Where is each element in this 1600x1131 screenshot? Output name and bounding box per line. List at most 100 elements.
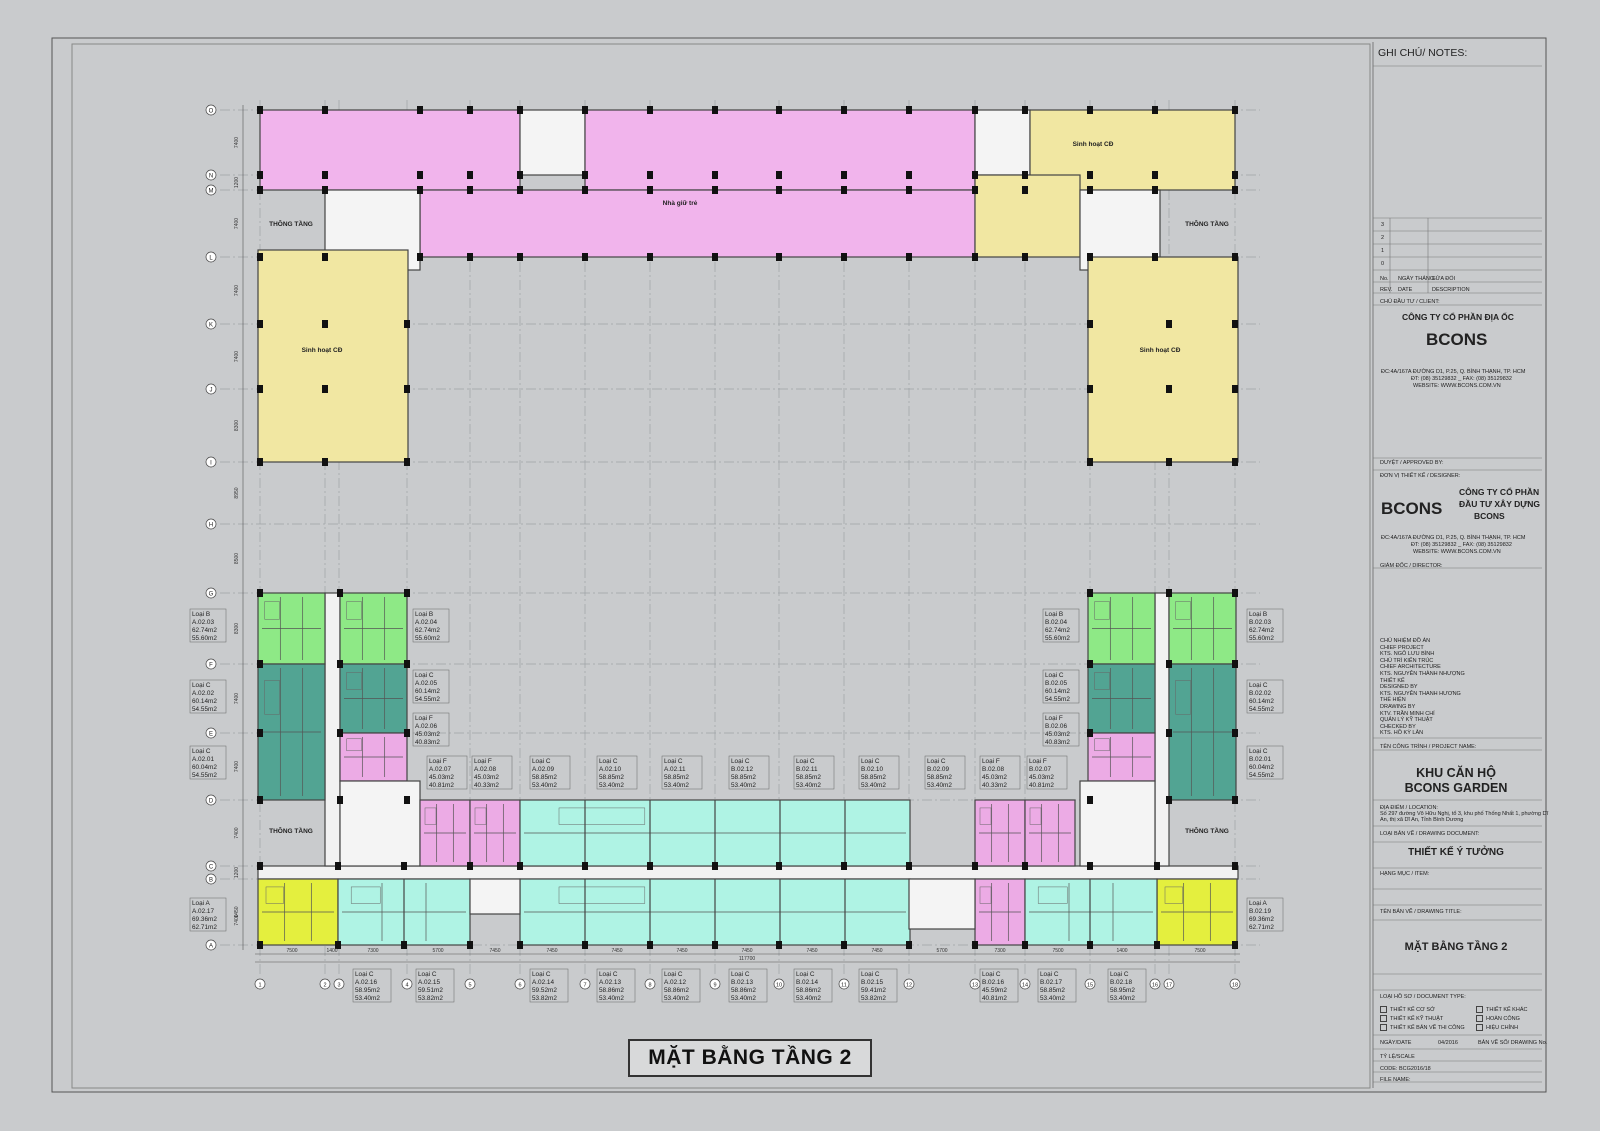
row-axis-label-L: L (209, 256, 213, 262)
column-left-tower-407-664 (404, 660, 410, 668)
column-right-tower-1090-733 (1087, 729, 1093, 737)
unit-B0219-interior (1161, 883, 1233, 941)
row-dim-1: 1200 (234, 177, 240, 188)
staff-line-6: THIẾT KẾ (1380, 677, 1405, 684)
column-top-715-175 (712, 171, 718, 179)
unit-label-A.02.16-line1: A.02.16 (355, 979, 377, 986)
doc-type-right-0[interactable]: THIẾT KẾ KHÁC (1476, 1006, 1527, 1013)
column-top-325-190 (322, 186, 328, 194)
column-left-tower-340-593 (337, 589, 343, 597)
unit-label-B.02.14-line3: 53.40m2 (796, 995, 821, 1002)
unit-label-B.02.08-line1: B.02.08 (982, 766, 1004, 773)
unit-label-A.02.01-line1: A.02.01 (192, 756, 214, 763)
row-axis-label-G: G (209, 592, 214, 598)
designer-name-1: CÔNG TY CỔ PHẦN (1459, 487, 1540, 497)
bottom-wing-top-block-2-interior-bath (558, 807, 646, 825)
unit-label-A.02.17-line0: Loại A (192, 900, 211, 907)
column-top-420-190 (417, 186, 423, 194)
designer-label: ĐƠN VỊ THIẾT KẾ / DESIGNER: (1380, 473, 1461, 479)
staff-line-8: KTS. NGUYỄN THANH HƯƠNG (1380, 690, 1461, 697)
column-top-779-257 (776, 253, 782, 261)
doc-type-left-0[interactable]: THIẾT KẾ CƠ SỞ (1380, 1006, 1435, 1013)
drawing-title: MẶT BẰNG TẦNG 2 (1404, 941, 1508, 953)
unit-label-A.02.09-line0: Loại C (532, 758, 551, 765)
column-right-1235-389 (1232, 385, 1238, 393)
checkbox-label: HOÀN CÔNG (1486, 1015, 1520, 1022)
unit-label-B.02.16-box (979, 968, 1019, 1003)
unit-label-B.02.17-line3: 53.40m2 (1040, 995, 1065, 1002)
unit-label-A.02.03-line3: 55.60m2 (192, 635, 217, 642)
unit-A0204-interior-bath (346, 601, 362, 620)
column-top-325-257 (322, 253, 328, 261)
doc-type-left-2[interactable]: THIẾT KẾ BẢN VẼ THI CÔNG (1380, 1024, 1465, 1031)
rooms-layer (257, 109, 1239, 946)
unit-label-A.02.07-line1: A.02.07 (429, 766, 451, 773)
unit-label-B.02.12-line0: Loại C (731, 758, 750, 765)
client-address-3: WEBSITE: WWW.BCONS.COM.VN (1413, 383, 1501, 389)
row-axis-bubble-A (205, 939, 217, 951)
bottom-wing-bottom-block-1-interior-bath (558, 886, 646, 904)
unit-label-B.02.09-line0: Loại C (927, 758, 946, 765)
rev-header-date: NGÀY THÁNG (1398, 276, 1435, 282)
column-top-585-110 (582, 106, 588, 114)
row-axis-label-E: E (209, 732, 213, 738)
column-top-585-190 (582, 186, 588, 194)
core-bottom-1 (469, 878, 521, 915)
column-right-tower-1235-593 (1232, 589, 1238, 597)
staff-line-14: KTS. HỒ KỲ LÂN (1380, 730, 1424, 737)
unit-label-A.02.08-line2: 45.03m2 (474, 774, 499, 781)
row-axis-bubble-D (205, 794, 217, 806)
col-axis-bubble-1 (254, 978, 266, 990)
column-top-1235-257 (1232, 253, 1238, 261)
client-address-2: ĐT: (08) 35129832 _ FAX: (08) 35129832 (1411, 376, 1512, 382)
unit-label-B.02.19-line2: 69.36m2 (1249, 916, 1274, 923)
unit-label-A.02.16-line2: 58.95m2 (355, 987, 380, 994)
bottom-wing-bottom-block-2-interior-bath (979, 886, 992, 904)
column-top-420-175 (417, 171, 423, 179)
row-dim-4: 7400 (234, 351, 240, 362)
doc-type-right-1[interactable]: HOÀN CÔNG (1476, 1015, 1520, 1022)
column-left-tower-260-593 (257, 589, 263, 597)
unit-label-A.02.05-line3: 54.55m2 (415, 696, 440, 703)
column-left-407-462 (404, 458, 410, 466)
column-right-tower-1235-733 (1232, 729, 1238, 737)
col-axis-label-8: 8 (648, 983, 651, 989)
unit-label-B.02.02-line2: 60.14m2 (1249, 698, 1274, 705)
column-top-520-175 (517, 171, 523, 179)
row-axis-label-I: I (210, 461, 212, 467)
unit-label-A.02.06-line1: A.02.06 (415, 723, 437, 730)
unit-label-B.02.02-box (1246, 679, 1284, 714)
column-top-1090-257 (1087, 253, 1093, 261)
unit-label-B.02.07-line3: 40.81m2 (1029, 782, 1054, 789)
column-bottom-1157-866 (1154, 862, 1160, 870)
unit-label-A.02.08-line0: Loại F (474, 758, 492, 765)
unit-B0205-interior (1092, 668, 1151, 729)
nursery-top-left (259, 109, 521, 191)
column-bottom-650-945 (647, 941, 653, 949)
col-axis-label-3: 3 (337, 983, 340, 989)
column-left-tower-407-800 (404, 796, 410, 804)
unit-label-B.02.01-line0: Loại C (1249, 748, 1268, 755)
unit-label-A.02.12-line3: 53.40m2 (664, 995, 689, 1002)
doc-type-right-2[interactable]: HIỆU CHỈNH (1476, 1024, 1518, 1031)
checkbox-label: HIỆU CHỈNH (1486, 1024, 1519, 1031)
column-bottom-779-866 (776, 862, 782, 870)
row-axis-label-F: F (209, 663, 213, 669)
project-name-1: KHU CĂN HỘ (1416, 766, 1496, 780)
doc-type-left-1[interactable]: THIẾT KẾ KỸ THUẬT (1380, 1015, 1443, 1022)
rev-header-desc: SỬA ĐỔI (1432, 276, 1456, 282)
unit-label-B.02.01-line2: 60.04m2 (1249, 764, 1274, 771)
director-label: GIÁM ĐỐC / DIRECTOR: (1380, 563, 1443, 569)
col-axis-label-2: 2 (323, 983, 326, 989)
column-top-1090-110 (1087, 106, 1093, 114)
column-right-1235-462 (1232, 458, 1238, 466)
unit-label-B.02.17-box (1037, 968, 1077, 1003)
